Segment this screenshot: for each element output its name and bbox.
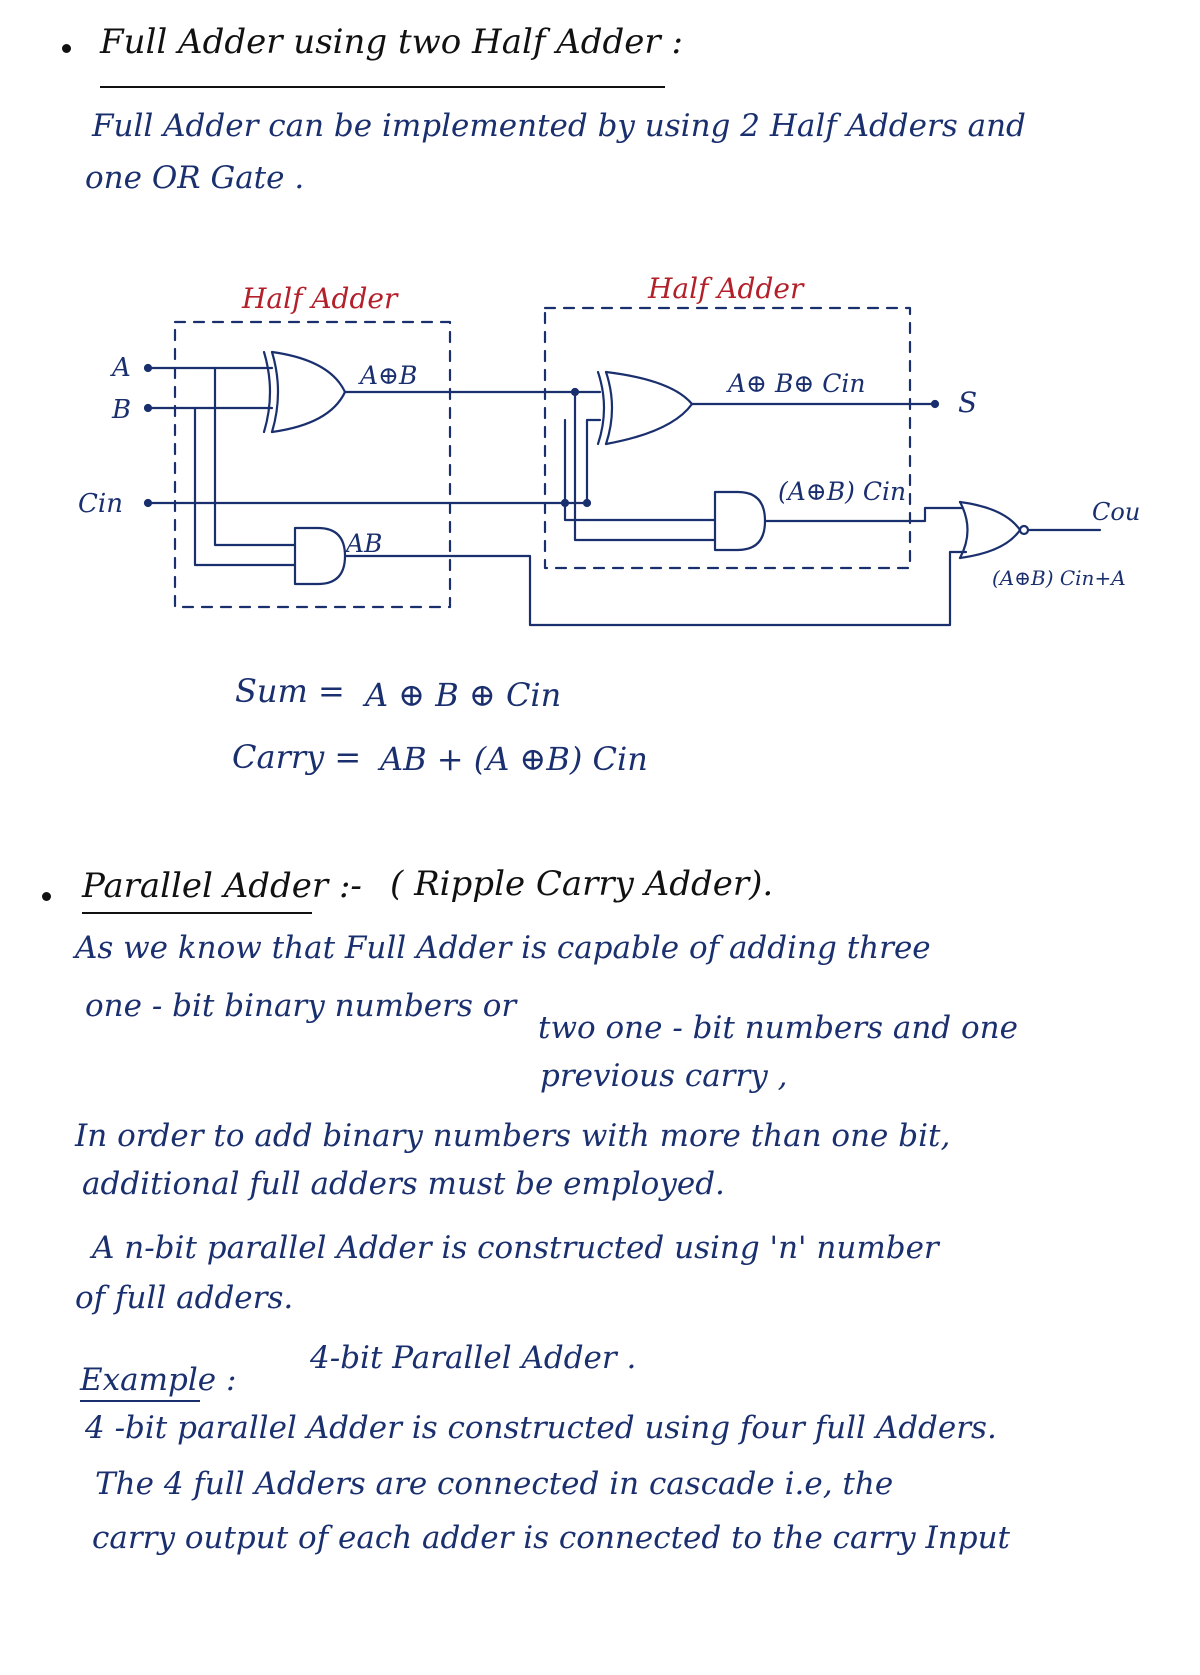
or-output-label: (A⊕B) Cin+A (992, 566, 1126, 590)
full-adder-circuit-diagram: Half Adder Half Adder A B Cin A⊕B AB A⊕ … (78, 272, 1140, 627)
sum-expression: A ⊕ B ⊕ Cin (365, 676, 562, 714)
example-label: Example : (80, 1362, 237, 1398)
xor-gate-2 (596, 370, 694, 446)
carry-label: Carry = (232, 738, 362, 776)
and-gate-1 (293, 526, 347, 586)
p1-line2: one - bit binary numbers or (85, 988, 517, 1024)
p2-line1: In order to add binary numbers with more… (75, 1118, 951, 1154)
half-adder-label-2: Half Adder (647, 272, 805, 305)
wire-and1-to-or (343, 550, 968, 627)
section1-heading: Full Adder using two Half Adder : (100, 22, 683, 62)
wire-and2-to-or (763, 506, 964, 523)
output-cout-label: Cou (1092, 498, 1140, 526)
bullet-2 (42, 892, 51, 901)
carry-expression: AB + (A ⊕B) Cin (380, 740, 648, 778)
and-gate-2 (713, 490, 767, 552)
and2-output-label: (A⊕B) Cin (778, 477, 906, 506)
example-title: 4-bit Parallel Adder . (310, 1340, 637, 1376)
example-label-underline (80, 1400, 200, 1402)
p1-line1: As we know that Full Adder is capable of… (75, 930, 931, 966)
input-b-label: B (111, 395, 131, 425)
p4-line3: carry output of each adder is connected … (92, 1520, 1011, 1556)
half-adder-label-1: Half Adder (241, 282, 399, 315)
sum-label: Sum = (235, 672, 345, 710)
section1-para-line1: Full Adder can be implemented by using 2… (92, 108, 1026, 144)
section2-heading-paren: ( Ripple Carry Adder). (390, 864, 774, 904)
and1-output-label: AB (344, 529, 382, 558)
section1-para-line2: one OR Gate . (85, 160, 305, 196)
p4-line1: 4 -bit parallel Adder is constructed usi… (85, 1410, 997, 1446)
section1-heading-underline (100, 86, 665, 88)
xor2-output-label: A⊕ B⊕ Cin (726, 369, 865, 398)
wire-cin-to-and2 (563, 501, 717, 522)
p1-line3: two one - bit numbers and one (538, 1010, 1018, 1046)
p3-line2: of full adders. (75, 1280, 294, 1316)
wire-b-to-and1 (193, 406, 297, 567)
input-a-label: A (110, 353, 131, 383)
wire-axorb-down (573, 390, 717, 542)
wire-cin (148, 418, 602, 505)
half-adder-box-1 (173, 320, 452, 609)
bullet-1 (62, 44, 71, 53)
wire-a-to-and1 (213, 366, 297, 547)
section2-heading: Parallel Adder :- (82, 866, 362, 906)
xor-gate-1 (262, 350, 347, 434)
p4-line2: The 4 full Adders are connected in casca… (95, 1466, 894, 1502)
or-gate (958, 500, 1030, 560)
xor1-output-label: A⊕B (358, 361, 417, 390)
p1-line4: previous carry , (540, 1058, 788, 1094)
input-cin-label: Cin (78, 489, 123, 519)
half-adder-box-2 (543, 306, 912, 570)
p3-line1: A n-bit parallel Adder is constructed us… (92, 1230, 939, 1266)
p2-line2: additional full adders must be employed. (82, 1166, 725, 1202)
output-s-label: S (958, 386, 977, 419)
section2-heading-underline (82, 912, 312, 914)
